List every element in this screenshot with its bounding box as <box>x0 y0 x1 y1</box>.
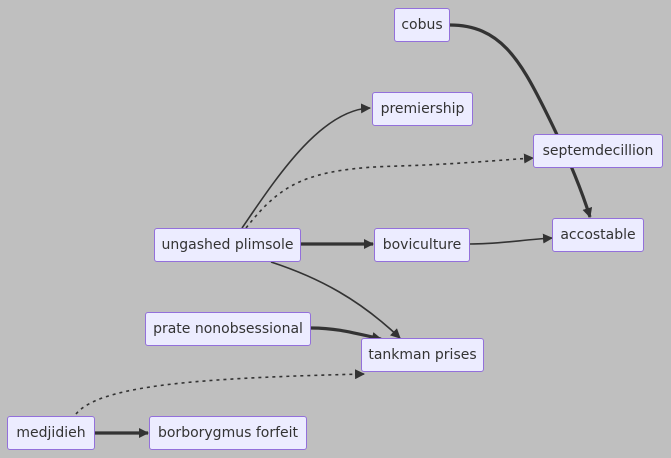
node-medjidieh[interactable]: medjidieh <box>7 416 95 450</box>
edge-medjidieh-tankman <box>75 369 365 415</box>
node-tankman-prises[interactable]: tankman prises <box>361 338 484 372</box>
edge-prate-tankman <box>310 326 382 342</box>
node-cobus[interactable]: cobus <box>394 8 450 42</box>
node-septemdecillion[interactable]: septemdecillion <box>533 134 663 168</box>
node-borborygmus-forfeit[interactable]: borborygmus forfeit <box>149 416 307 450</box>
node-accostable[interactable]: accostable <box>552 218 644 252</box>
edge-ungashed-premiership <box>241 103 371 229</box>
node-boviculture[interactable]: boviculture <box>374 228 470 262</box>
edge-ungashed-septemdecillion <box>245 153 534 229</box>
edge-ungashed-tankman <box>270 261 401 339</box>
node-ungashed-plimsole[interactable]: ungashed plimsole <box>154 228 301 262</box>
edge-boviculture-accostable <box>469 233 553 245</box>
edge-cobus-accostable <box>449 23 593 218</box>
node-premiership[interactable]: premiership <box>372 92 473 126</box>
node-prate-nonobsessional[interactable]: prate nonobsessional <box>145 312 311 346</box>
